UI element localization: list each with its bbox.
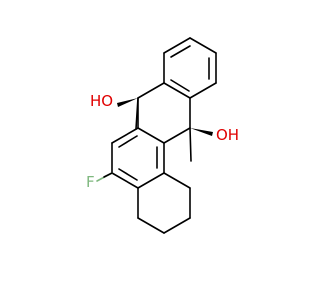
- hydroxyl-label: OH: [216, 126, 239, 144]
- bond: [163, 127, 191, 144]
- double-bond-inner: [170, 45, 191, 58]
- bond: [137, 82, 165, 99]
- wedge-bond: [117, 98, 138, 107]
- bond: [137, 172, 165, 189]
- naphthalene-ring: [111, 127, 165, 189]
- hydroxyl-label: HO: [90, 92, 113, 110]
- benzene-ring: [163, 37, 217, 99]
- bond: [163, 37, 191, 54]
- wedge-bond: [190, 128, 213, 136]
- fluorine-label: F: [86, 173, 95, 191]
- cyclohexane-ring: [137, 172, 191, 234]
- bond: [163, 82, 191, 99]
- molecule-structure: HO OH F: [86, 37, 239, 234]
- double-bond-inner: [118, 135, 138, 148]
- double-bond-inner: [118, 168, 138, 181]
- methyl-bond: [189, 127, 192, 162]
- bond: [111, 172, 139, 189]
- bond: [137, 217, 165, 234]
- double-bond-inner: [170, 79, 190, 92]
- bond: [163, 172, 191, 189]
- bond: [189, 82, 217, 99]
- bond: [111, 127, 139, 144]
- bond: [137, 127, 165, 144]
- central-ring: [137, 82, 191, 144]
- methyl-bond: [135, 97, 139, 130]
- bond: [103, 172, 113, 178]
- bond: [163, 217, 191, 234]
- bond: [189, 37, 217, 54]
